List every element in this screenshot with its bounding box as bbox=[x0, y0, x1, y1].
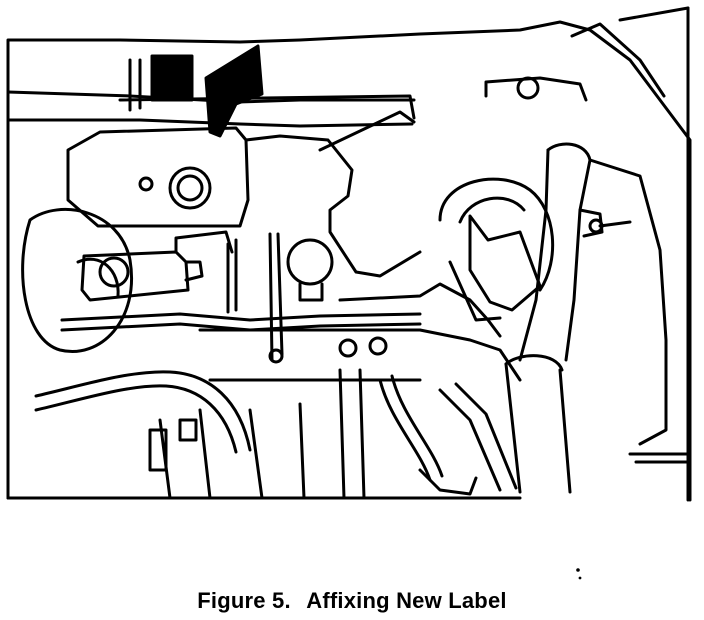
radiator-hose bbox=[504, 142, 632, 494]
sensor-bracket bbox=[80, 230, 234, 302]
engine-compartment-illustration bbox=[6, 6, 692, 502]
filler-cap bbox=[286, 238, 334, 302]
new-label-marker bbox=[150, 44, 264, 138]
coolant-reservoir bbox=[66, 110, 422, 278]
engine-block bbox=[158, 282, 522, 500]
figure-caption: Figure 5. Affixing New Label bbox=[0, 588, 704, 614]
air-intake-duct bbox=[438, 177, 555, 322]
figure-title: Affixing New Label bbox=[306, 588, 507, 613]
figure-number: Figure 5. bbox=[197, 588, 291, 613]
scan-speck bbox=[576, 568, 582, 580]
compartment-frame bbox=[6, 6, 692, 502]
left-fittings bbox=[148, 418, 198, 472]
top-clamp bbox=[484, 76, 588, 102]
